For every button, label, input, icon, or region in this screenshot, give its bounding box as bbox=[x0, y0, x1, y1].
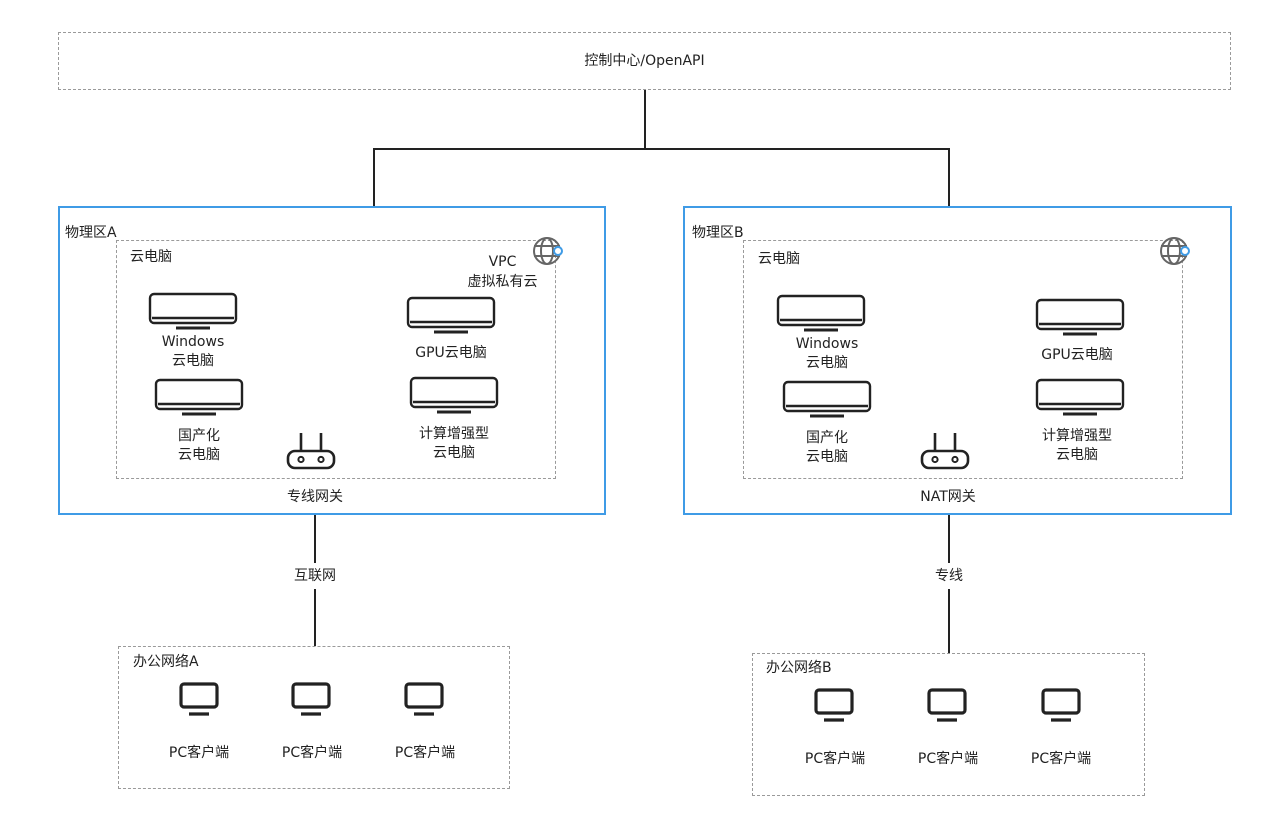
pc-domestic-line1: 国产化 bbox=[178, 428, 220, 444]
router-icon bbox=[920, 433, 970, 470]
pc-gpu: GPU云电脑 bbox=[1041, 347, 1113, 363]
connector-line bbox=[644, 90, 646, 149]
pc-domestic-line1: 国产化 bbox=[806, 430, 848, 446]
zone-b-cloud-group-label: 云电脑 bbox=[758, 251, 800, 267]
monitor-icon bbox=[1041, 688, 1081, 722]
monitor-icon bbox=[404, 682, 444, 716]
vpc-label-line2: 虚拟私有云 bbox=[467, 274, 538, 290]
pc-domestic-line2: 云电脑 bbox=[806, 449, 848, 465]
pc-client-label: PC客户端 bbox=[394, 745, 456, 761]
link-b-label: 专线 bbox=[935, 568, 963, 584]
pc-domestic-line2: 云电脑 bbox=[178, 447, 220, 463]
pc-compute-line1: 计算增强型 bbox=[1042, 428, 1112, 444]
globe-icon bbox=[1160, 237, 1190, 265]
pc-windows-line1: Windows bbox=[795, 336, 859, 352]
link-a-label: 互联网 bbox=[294, 568, 336, 584]
vpc-label-line1: VPC bbox=[488, 254, 517, 270]
monitor-icon bbox=[927, 688, 967, 722]
zone-b-box bbox=[683, 206, 1232, 515]
globe-icon bbox=[533, 237, 563, 265]
pc-windows-line2: 云电脑 bbox=[806, 355, 848, 371]
control-center-label: 控制中心/OpenAPI bbox=[584, 53, 705, 69]
zone-a-box bbox=[58, 206, 606, 515]
zone-b-gateway: NAT网关 bbox=[920, 489, 976, 505]
pc-compute-line1: 计算增强型 bbox=[419, 426, 489, 442]
pc-windows-line2: 云电脑 bbox=[172, 353, 214, 369]
pc-client-label: PC客户端 bbox=[281, 745, 343, 761]
pc-client-label: PC客户端 bbox=[168, 745, 230, 761]
connector-line bbox=[314, 515, 316, 563]
cloud-pc-icon bbox=[776, 294, 866, 332]
zone-b-title: 物理区B bbox=[692, 225, 744, 241]
pc-client-label: PC客户端 bbox=[917, 751, 979, 767]
zone-a-cloud-group bbox=[116, 240, 556, 479]
zone-a-cloud-group-label: 云电脑 bbox=[130, 249, 172, 265]
cloud-pc-icon bbox=[148, 292, 238, 330]
cloud-pc-icon bbox=[154, 378, 244, 416]
monitor-icon bbox=[291, 682, 331, 716]
connector-line bbox=[373, 148, 949, 150]
cloud-pc-icon bbox=[1035, 378, 1125, 416]
pc-client-label: PC客户端 bbox=[804, 751, 866, 767]
office-a-title: 办公网络A bbox=[133, 654, 199, 670]
office-a-box bbox=[118, 646, 510, 789]
office-b-box bbox=[752, 653, 1145, 796]
zone-a-gateway: 专线网关 bbox=[287, 489, 343, 505]
monitor-icon bbox=[179, 682, 219, 716]
cloud-pc-icon bbox=[409, 376, 499, 414]
office-b-title: 办公网络B bbox=[766, 660, 832, 676]
pc-gpu: GPU云电脑 bbox=[415, 345, 487, 361]
cloud-pc-icon bbox=[782, 380, 872, 418]
control-center-box bbox=[58, 32, 1231, 90]
zone-b-cloud-group bbox=[743, 240, 1183, 479]
pc-compute-line2: 云电脑 bbox=[433, 445, 475, 461]
zone-a-title: 物理区A bbox=[65, 225, 117, 241]
pc-client-label: PC客户端 bbox=[1030, 751, 1092, 767]
connector-line bbox=[948, 589, 950, 653]
router-icon bbox=[286, 433, 336, 470]
pc-windows-line1: Windows bbox=[161, 334, 225, 350]
cloud-pc-icon bbox=[1035, 298, 1125, 336]
connector-line bbox=[948, 148, 950, 207]
connector-line bbox=[948, 515, 950, 563]
connector-line bbox=[373, 148, 375, 207]
pc-compute-line2: 云电脑 bbox=[1056, 447, 1098, 463]
cloud-pc-icon bbox=[406, 296, 496, 334]
connector-line bbox=[314, 589, 316, 646]
monitor-icon bbox=[814, 688, 854, 722]
